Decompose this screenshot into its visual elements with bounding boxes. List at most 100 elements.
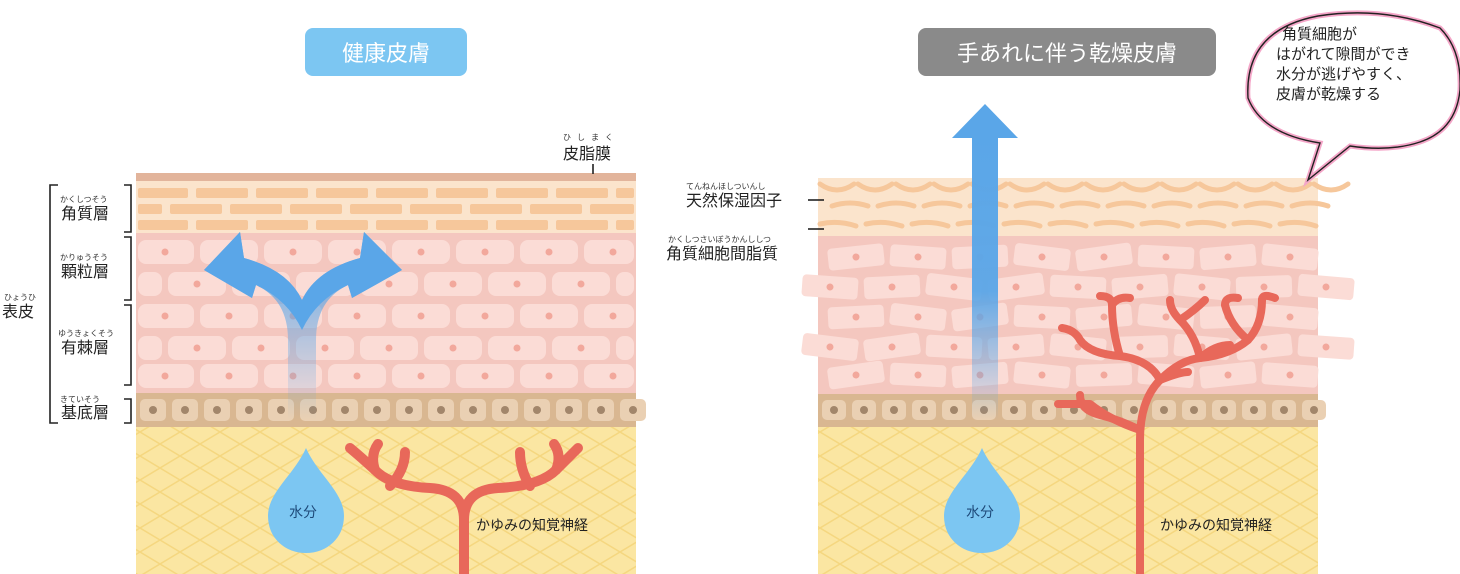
spinous-cell-group [801, 274, 859, 300]
spinous-cell-group [827, 304, 885, 330]
spinous-cell-group [889, 362, 947, 388]
lipid-label: 角質細胞間脂質 [666, 244, 779, 263]
cell-nucleus [852, 253, 860, 261]
spinous-cell-group [1173, 273, 1231, 301]
spinous-cell-group [987, 333, 1045, 361]
cell-nucleus [1012, 343, 1020, 351]
corneum-cell [616, 220, 634, 230]
cell-nucleus [513, 280, 521, 288]
spinous-cell-group [1075, 303, 1133, 331]
cell-nucleus [257, 344, 265, 352]
corneum-bricks [138, 188, 634, 230]
spinous-cell-group [889, 244, 947, 270]
speech-bubble-text: 角質細胞が はがれて隙間ができ 水分が逃げやすく、 皮膚が乾燥する [1276, 24, 1411, 104]
cell-nucleus [1286, 371, 1294, 379]
cell-nucleus [1220, 406, 1228, 414]
cell-nucleus [852, 313, 860, 321]
peeling-cell [1093, 219, 1135, 229]
corneum-cell [556, 188, 608, 198]
corneum-cell [316, 220, 368, 230]
nmf-ruby: てんねんほしついんし [686, 182, 766, 191]
corneum-cell [616, 188, 634, 198]
cell-nucleus [1310, 406, 1318, 414]
corneum-cell [138, 220, 188, 230]
spinous-cell-group [1235, 275, 1293, 299]
cell-nucleus [950, 283, 958, 291]
spinous-cell-group [1261, 362, 1319, 388]
cell-nucleus [481, 248, 489, 256]
peeling-corneum-cells [817, 181, 1351, 229]
cell-nucleus [950, 406, 958, 414]
cell-nucleus [501, 406, 509, 414]
cell-nucleus [353, 312, 361, 320]
cell-nucleus [373, 406, 381, 414]
spinous-cell-group [827, 360, 885, 390]
cell-nucleus [1040, 406, 1048, 414]
corneum-cell [496, 220, 548, 230]
cell-nucleus [577, 280, 585, 288]
sebum-ruby: ひしまく [563, 133, 619, 142]
corneum-cell [590, 204, 634, 214]
peeling-cell [1139, 219, 1181, 229]
cell-nucleus [1038, 371, 1046, 379]
cell-nucleus [213, 406, 221, 414]
corneum-cell [530, 204, 582, 214]
peeling-cell [1235, 181, 1275, 193]
cell-nucleus [830, 406, 838, 414]
sebum-label: 皮脂膜 [563, 144, 612, 163]
cell-nucleus [629, 406, 637, 414]
cell-nucleus [920, 406, 928, 414]
peeling-cell [1197, 200, 1239, 209]
cell-nucleus [385, 344, 393, 352]
cell-nucleus [1074, 283, 1082, 291]
layer-ruby-spinous: ゆうきょくそう [58, 329, 114, 338]
cell-nucleus [1260, 343, 1268, 351]
cell-nucleus [161, 248, 169, 256]
peeling-cell [1007, 181, 1047, 193]
cell-nucleus [1136, 283, 1144, 291]
spinous-cell [584, 364, 634, 388]
spinous-cell-group [1297, 334, 1355, 360]
cell-nucleus [545, 372, 553, 380]
layer-label-corneum: 角質層 [61, 204, 110, 223]
cell-nucleus [1224, 253, 1232, 261]
healthy-skin-section [49, 164, 646, 574]
peeling-cell [1105, 200, 1147, 209]
spinous-cell-group [1199, 243, 1257, 271]
layer-ruby-basal: きていそう [60, 395, 100, 404]
peeling-cell [875, 200, 917, 209]
cell-nucleus [1280, 406, 1288, 414]
cell-nucleus [1162, 313, 1170, 321]
cell-nucleus [449, 344, 457, 352]
peeling-cell [1197, 181, 1237, 193]
spinous-cell-group [925, 273, 983, 301]
layer-label-granular: 顆粒層 [61, 262, 110, 281]
cell-nucleus [481, 372, 489, 380]
peeling-cell [909, 219, 951, 229]
cell-nucleus [469, 406, 477, 414]
spinous-cell-group [801, 333, 859, 361]
cell-nucleus [1190, 406, 1198, 414]
nerve-label: かゆみの知覚神経 [476, 518, 588, 534]
spinous-cell-group [1297, 273, 1355, 301]
spinous-cell [616, 336, 634, 360]
cell-nucleus [545, 312, 553, 320]
cell-nucleus [1100, 253, 1108, 261]
itch-nerve-extended [1054, 291, 1279, 574]
cell-nucleus [1322, 283, 1330, 291]
cell-nucleus [914, 313, 922, 321]
cell-nucleus [914, 371, 922, 379]
water-label-dry: 水分 [966, 505, 994, 521]
healthy-skin-title: 健康皮膚 [305, 28, 467, 76]
peeling-cell [1185, 219, 1227, 229]
bubble-line: はがれて隙間ができ [1276, 45, 1411, 63]
cell-nucleus [1286, 313, 1294, 321]
sebum-layer [136, 173, 636, 181]
dermis-layer [818, 427, 1318, 574]
corneum-cell [316, 188, 368, 198]
corneum-cell [436, 188, 488, 198]
moisture-escaping-arrow-icon [952, 104, 1018, 420]
corneum-cell [256, 220, 308, 230]
cell-nucleus [533, 406, 541, 414]
peeling-cell [1243, 200, 1285, 209]
